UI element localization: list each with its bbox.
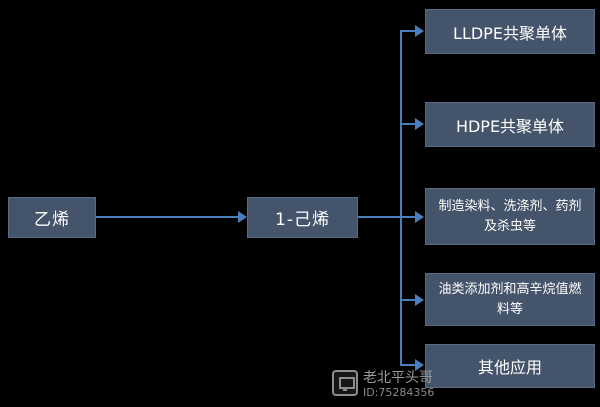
branch-arrowhead-1 <box>415 25 424 37</box>
branch-line-5 <box>400 364 416 366</box>
node-oil-additives: 油类添加剂和高辛烷值燃料等 <box>425 273 595 326</box>
arrow-line-ethylene-to-hexene <box>96 216 239 218</box>
branch-line-3 <box>400 216 416 218</box>
node-hexene-label: 1-己烯 <box>275 210 330 230</box>
node-dyes-label: 制造染料、洗涤剂、药剂及杀虫等 <box>438 199 582 234</box>
node-dyes-detergents: 制造染料、洗涤剂、药剂及杀虫等 <box>425 188 595 245</box>
node-other-applications: 其他应用 <box>425 344 595 388</box>
branch-arrowhead-3 <box>415 211 424 223</box>
node-hdpe-label: HDPE共聚单体 <box>455 116 565 136</box>
node-lldpe-label: LLDPE共聚单体 <box>453 23 567 43</box>
node-oil-label: 油类添加剂和高辛烷值燃料等 <box>438 282 582 317</box>
branch-line-1 <box>400 30 416 32</box>
branch-arrowhead-4 <box>415 294 424 306</box>
node-hdpe-comonomer: HDPE共聚单体 <box>425 102 595 147</box>
watermark: 老北平头哥 ID:75284356 <box>332 370 434 399</box>
branch-spine <box>400 31 402 366</box>
watermark-text: 老北平头哥 ID:75284356 <box>363 370 434 399</box>
connector-hexene-to-spine <box>358 216 401 218</box>
arrowhead-ethylene-to-hexene <box>238 211 247 223</box>
tv-logo-icon <box>332 370 358 396</box>
branch-line-2 <box>400 123 416 125</box>
node-ethylene: 乙烯 <box>8 197 96 238</box>
branch-arrowhead-2 <box>415 118 424 130</box>
node-hexene: 1-己烯 <box>247 197 358 238</box>
watermark-id: ID:75284356 <box>363 386 435 399</box>
branch-line-4 <box>400 299 416 301</box>
branch-arrowhead-5 <box>415 359 424 371</box>
watermark-name: 老北平头哥 <box>363 370 433 386</box>
node-ethylene-label: 乙烯 <box>34 210 70 230</box>
node-other-label: 其他应用 <box>477 358 542 377</box>
node-lldpe-comonomer: LLDPE共聚单体 <box>425 9 595 54</box>
